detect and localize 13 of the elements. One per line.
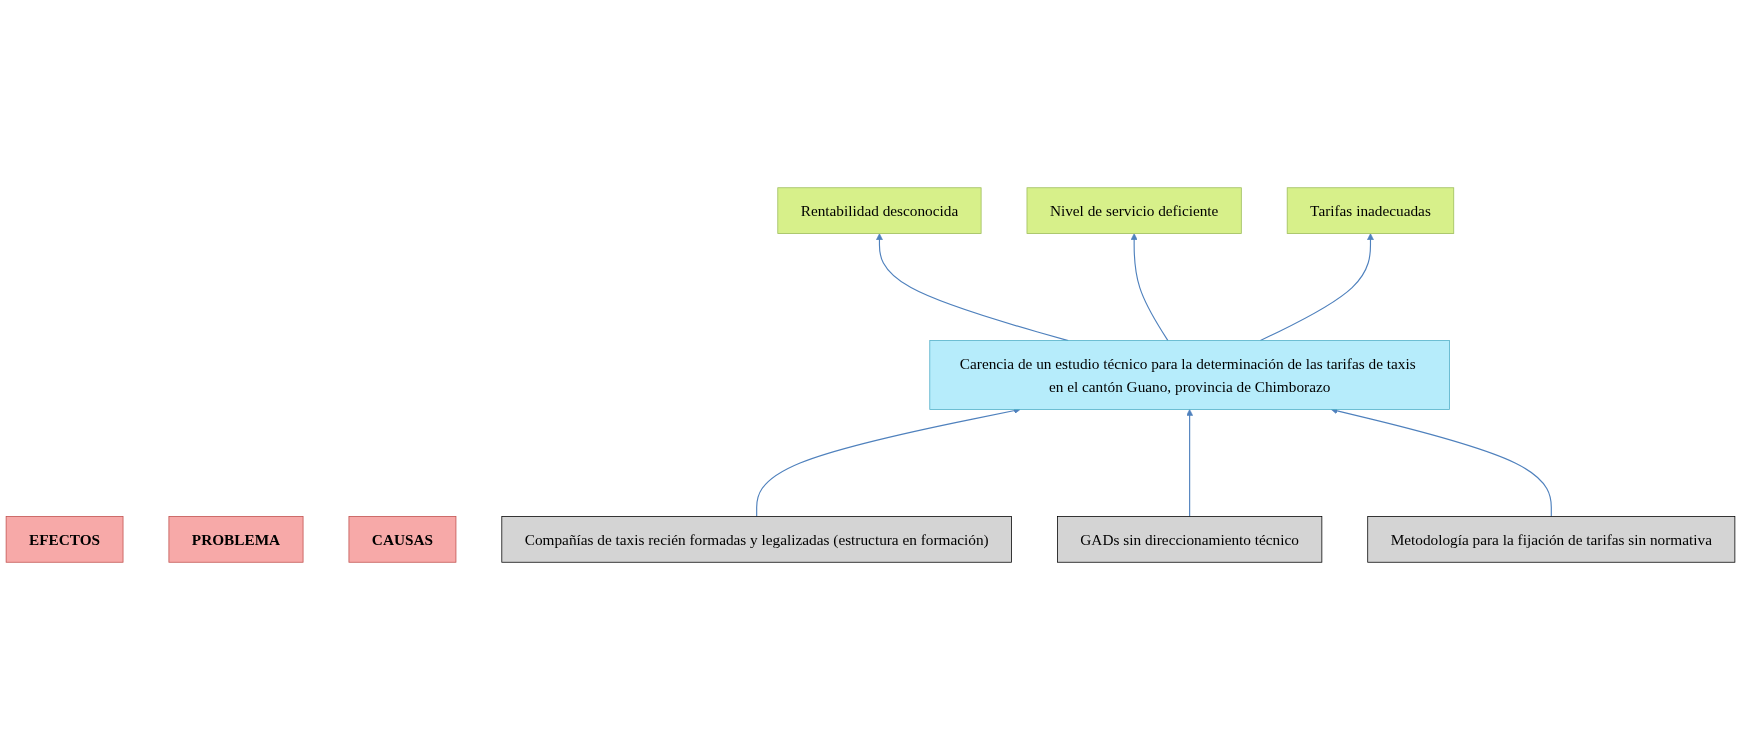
node-box: Tarifas inadecuadas	[1286, 187, 1455, 234]
node-box: Nivel de servicio deficiente	[1026, 187, 1242, 234]
node-box: Rentabilidad desconocida	[777, 187, 982, 234]
node-box: EFECTOS	[5, 516, 124, 563]
node-box: Compañías de taxis recién formadas y legalizadas (estructura en formación)	[501, 516, 1012, 563]
arrow	[1130, 233, 1169, 342]
node-box: GADs sin direccionamiento técnico	[1057, 516, 1323, 563]
node-box: Metodología para la fijación de tarifas sin normativa	[1367, 516, 1736, 563]
arrow	[1259, 233, 1374, 342]
arrow	[1186, 409, 1193, 517]
node-box: CAUSAS	[348, 516, 457, 563]
node-box: PROBLEMA	[168, 516, 304, 563]
node-box: Carencia de un estudio técnico para la determinación de las tarifas de taxis en el cantón Guano, provincia de Chimborazo	[929, 340, 1450, 410]
